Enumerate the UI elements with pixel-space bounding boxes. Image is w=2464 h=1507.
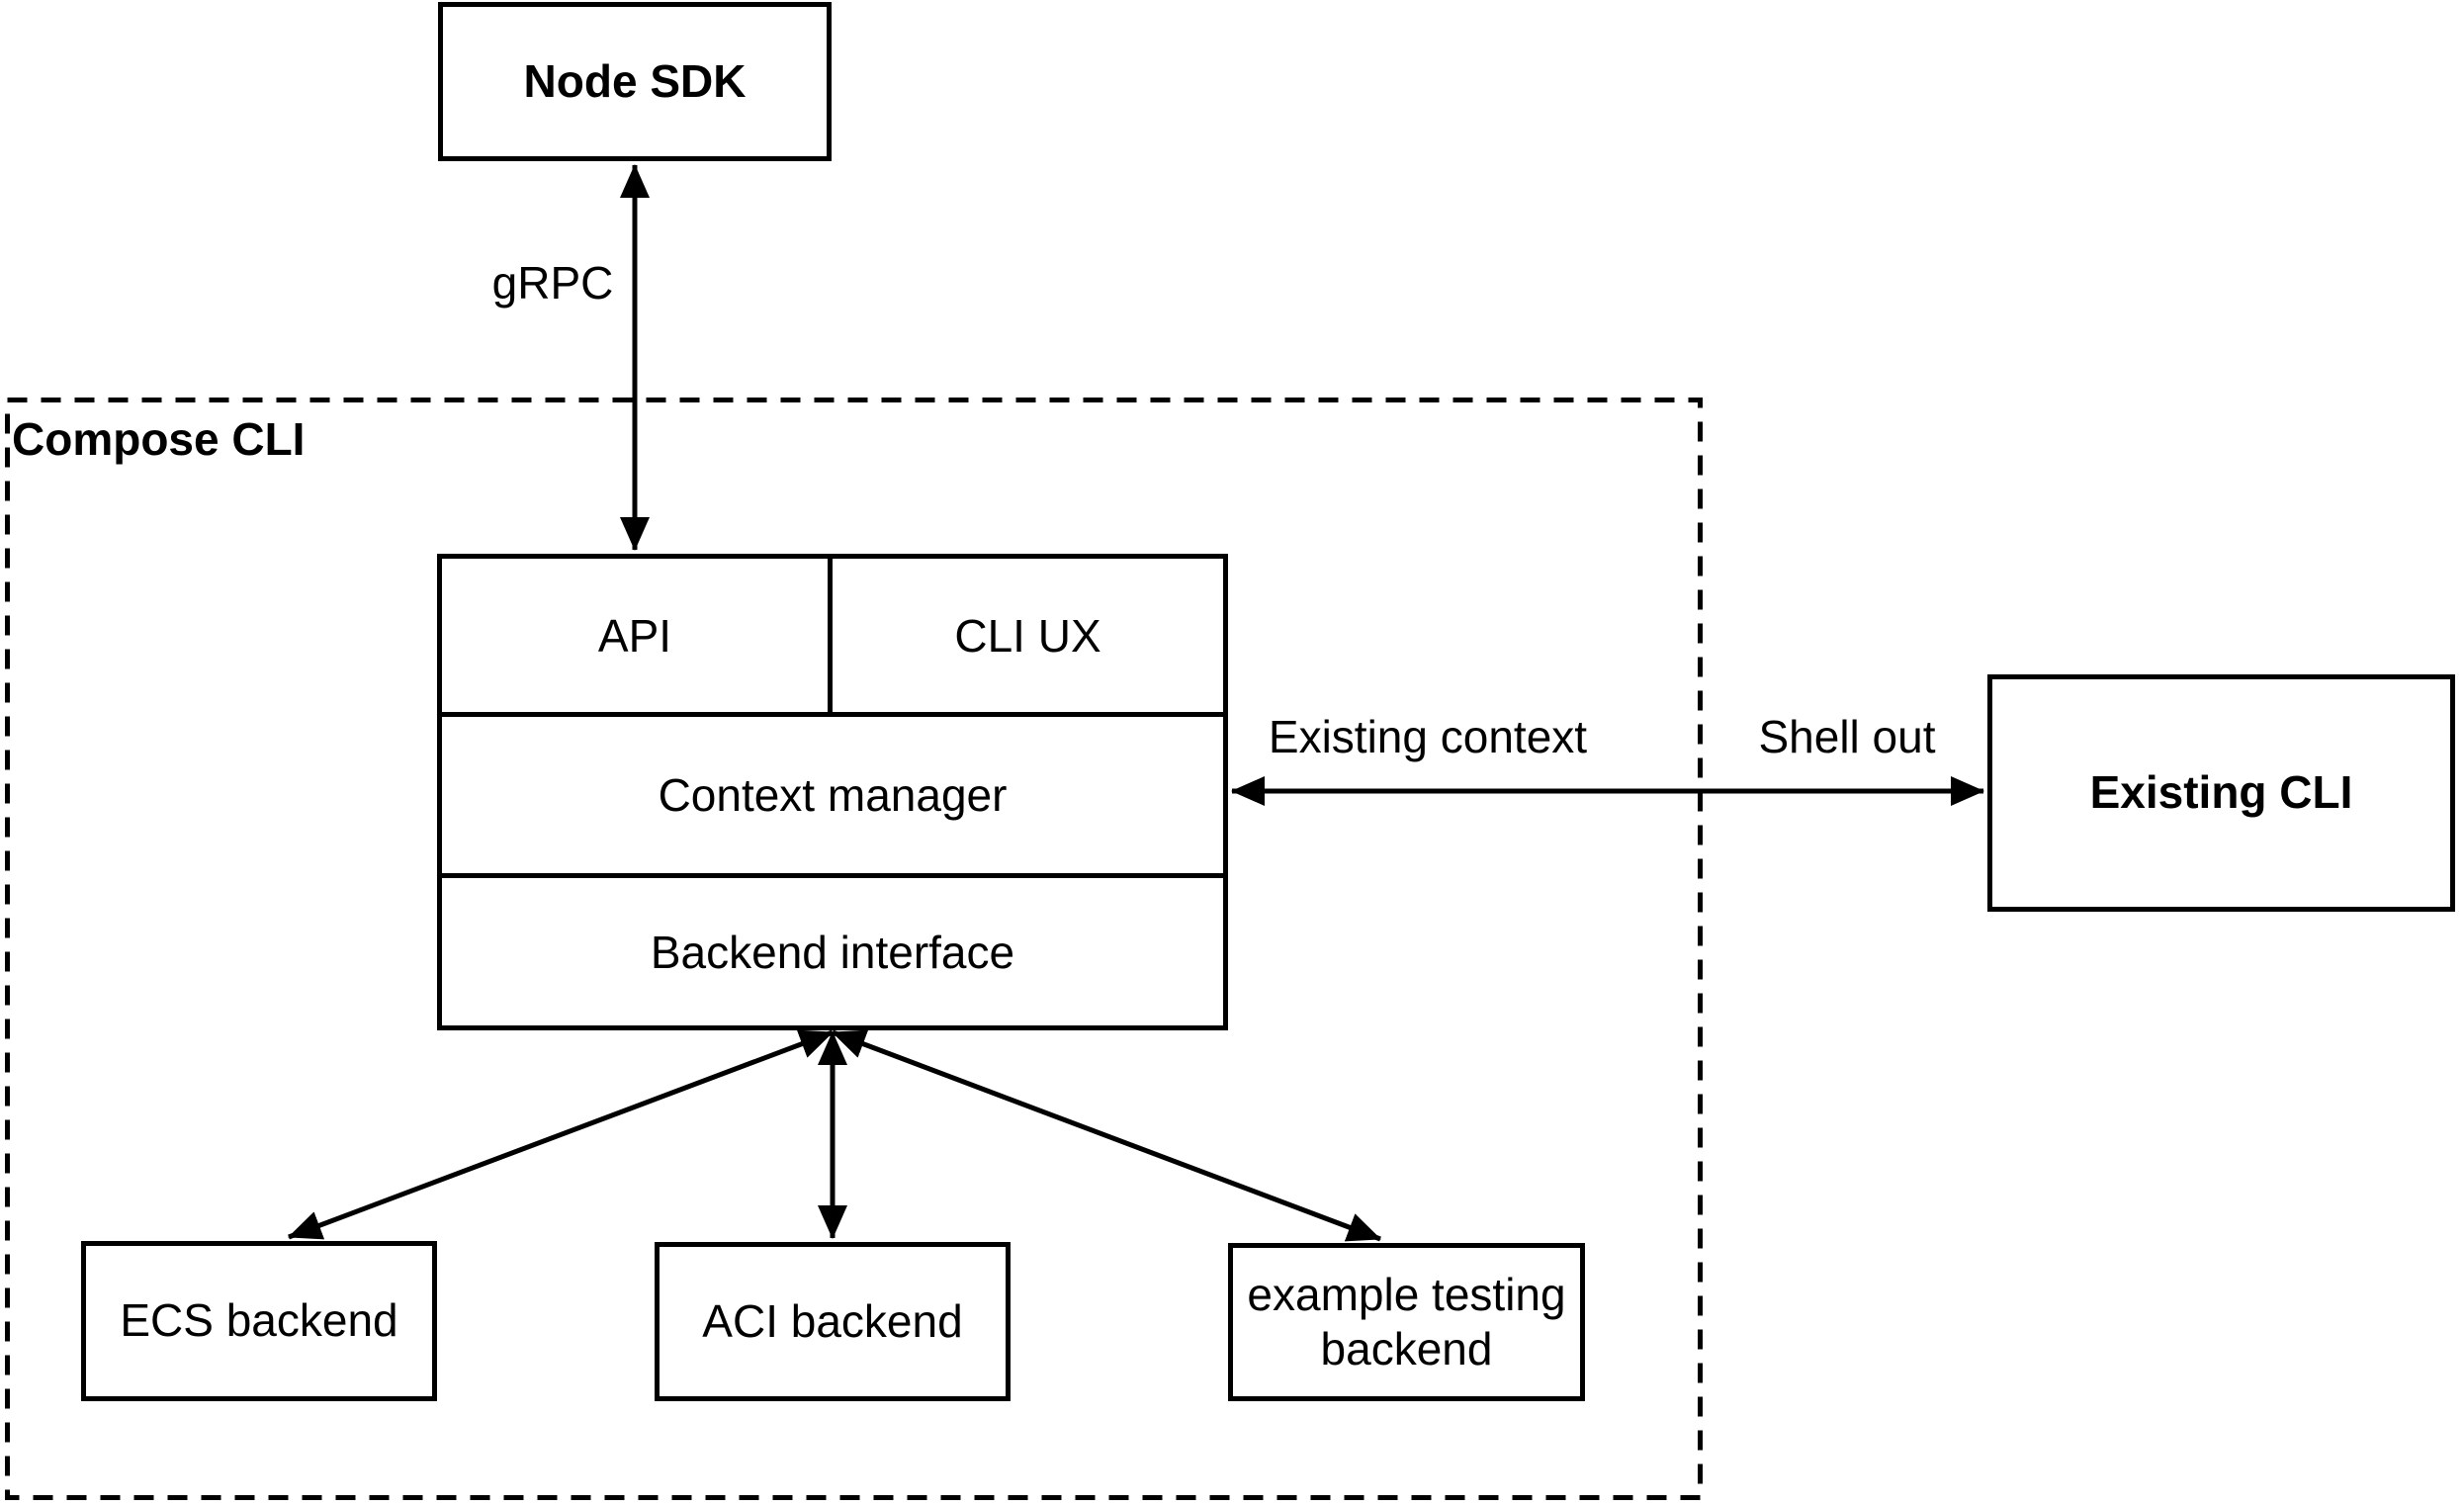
example-testing-backend-box: example testing backend: [1228, 1243, 1585, 1401]
backend-interface-label: Backend interface: [650, 926, 1015, 978]
node-sdk-box: Node SDK: [438, 2, 832, 161]
ecs-backend-box: ECS backend: [81, 1241, 437, 1401]
aci-backend-box: ACI backend: [655, 1242, 1011, 1401]
api-cell: API: [442, 559, 833, 712]
node-sdk-label: Node SDK: [523, 54, 747, 107]
existing-context-edge-label: Existing context: [1268, 711, 1588, 762]
context-manager-label: Context manager: [658, 769, 1008, 821]
compose-cli-container-label: Compose CLI: [12, 413, 306, 465]
top-row: API CLI UX: [442, 559, 1223, 717]
grpc-edge-label: gRPC: [491, 257, 614, 309]
compose-cli-core-box: API CLI UX Context manager Backend inter…: [437, 554, 1228, 1030]
ecs-backend-label: ECS backend: [120, 1294, 398, 1347]
backend-ecs-arrow: [288, 1029, 834, 1240]
existing-cli-box: Existing CLI: [1987, 674, 2455, 912]
backend-interface-cell: Backend interface: [442, 878, 1223, 1025]
backend-example-arrow: [832, 1029, 1381, 1242]
example-testing-backend-label: example testing backend: [1247, 1268, 1566, 1374]
shell-out-edge-label: Shell out: [1758, 711, 1936, 762]
context-manager-cell: Context manager: [442, 717, 1223, 878]
api-label: API: [597, 609, 672, 662]
cli-ux-label: CLI UX: [954, 609, 1101, 662]
aci-backend-label: ACI backend: [702, 1294, 963, 1347]
existing-cli-label: Existing CLI: [2089, 766, 2353, 819]
cli-ux-cell: CLI UX: [833, 559, 1223, 712]
